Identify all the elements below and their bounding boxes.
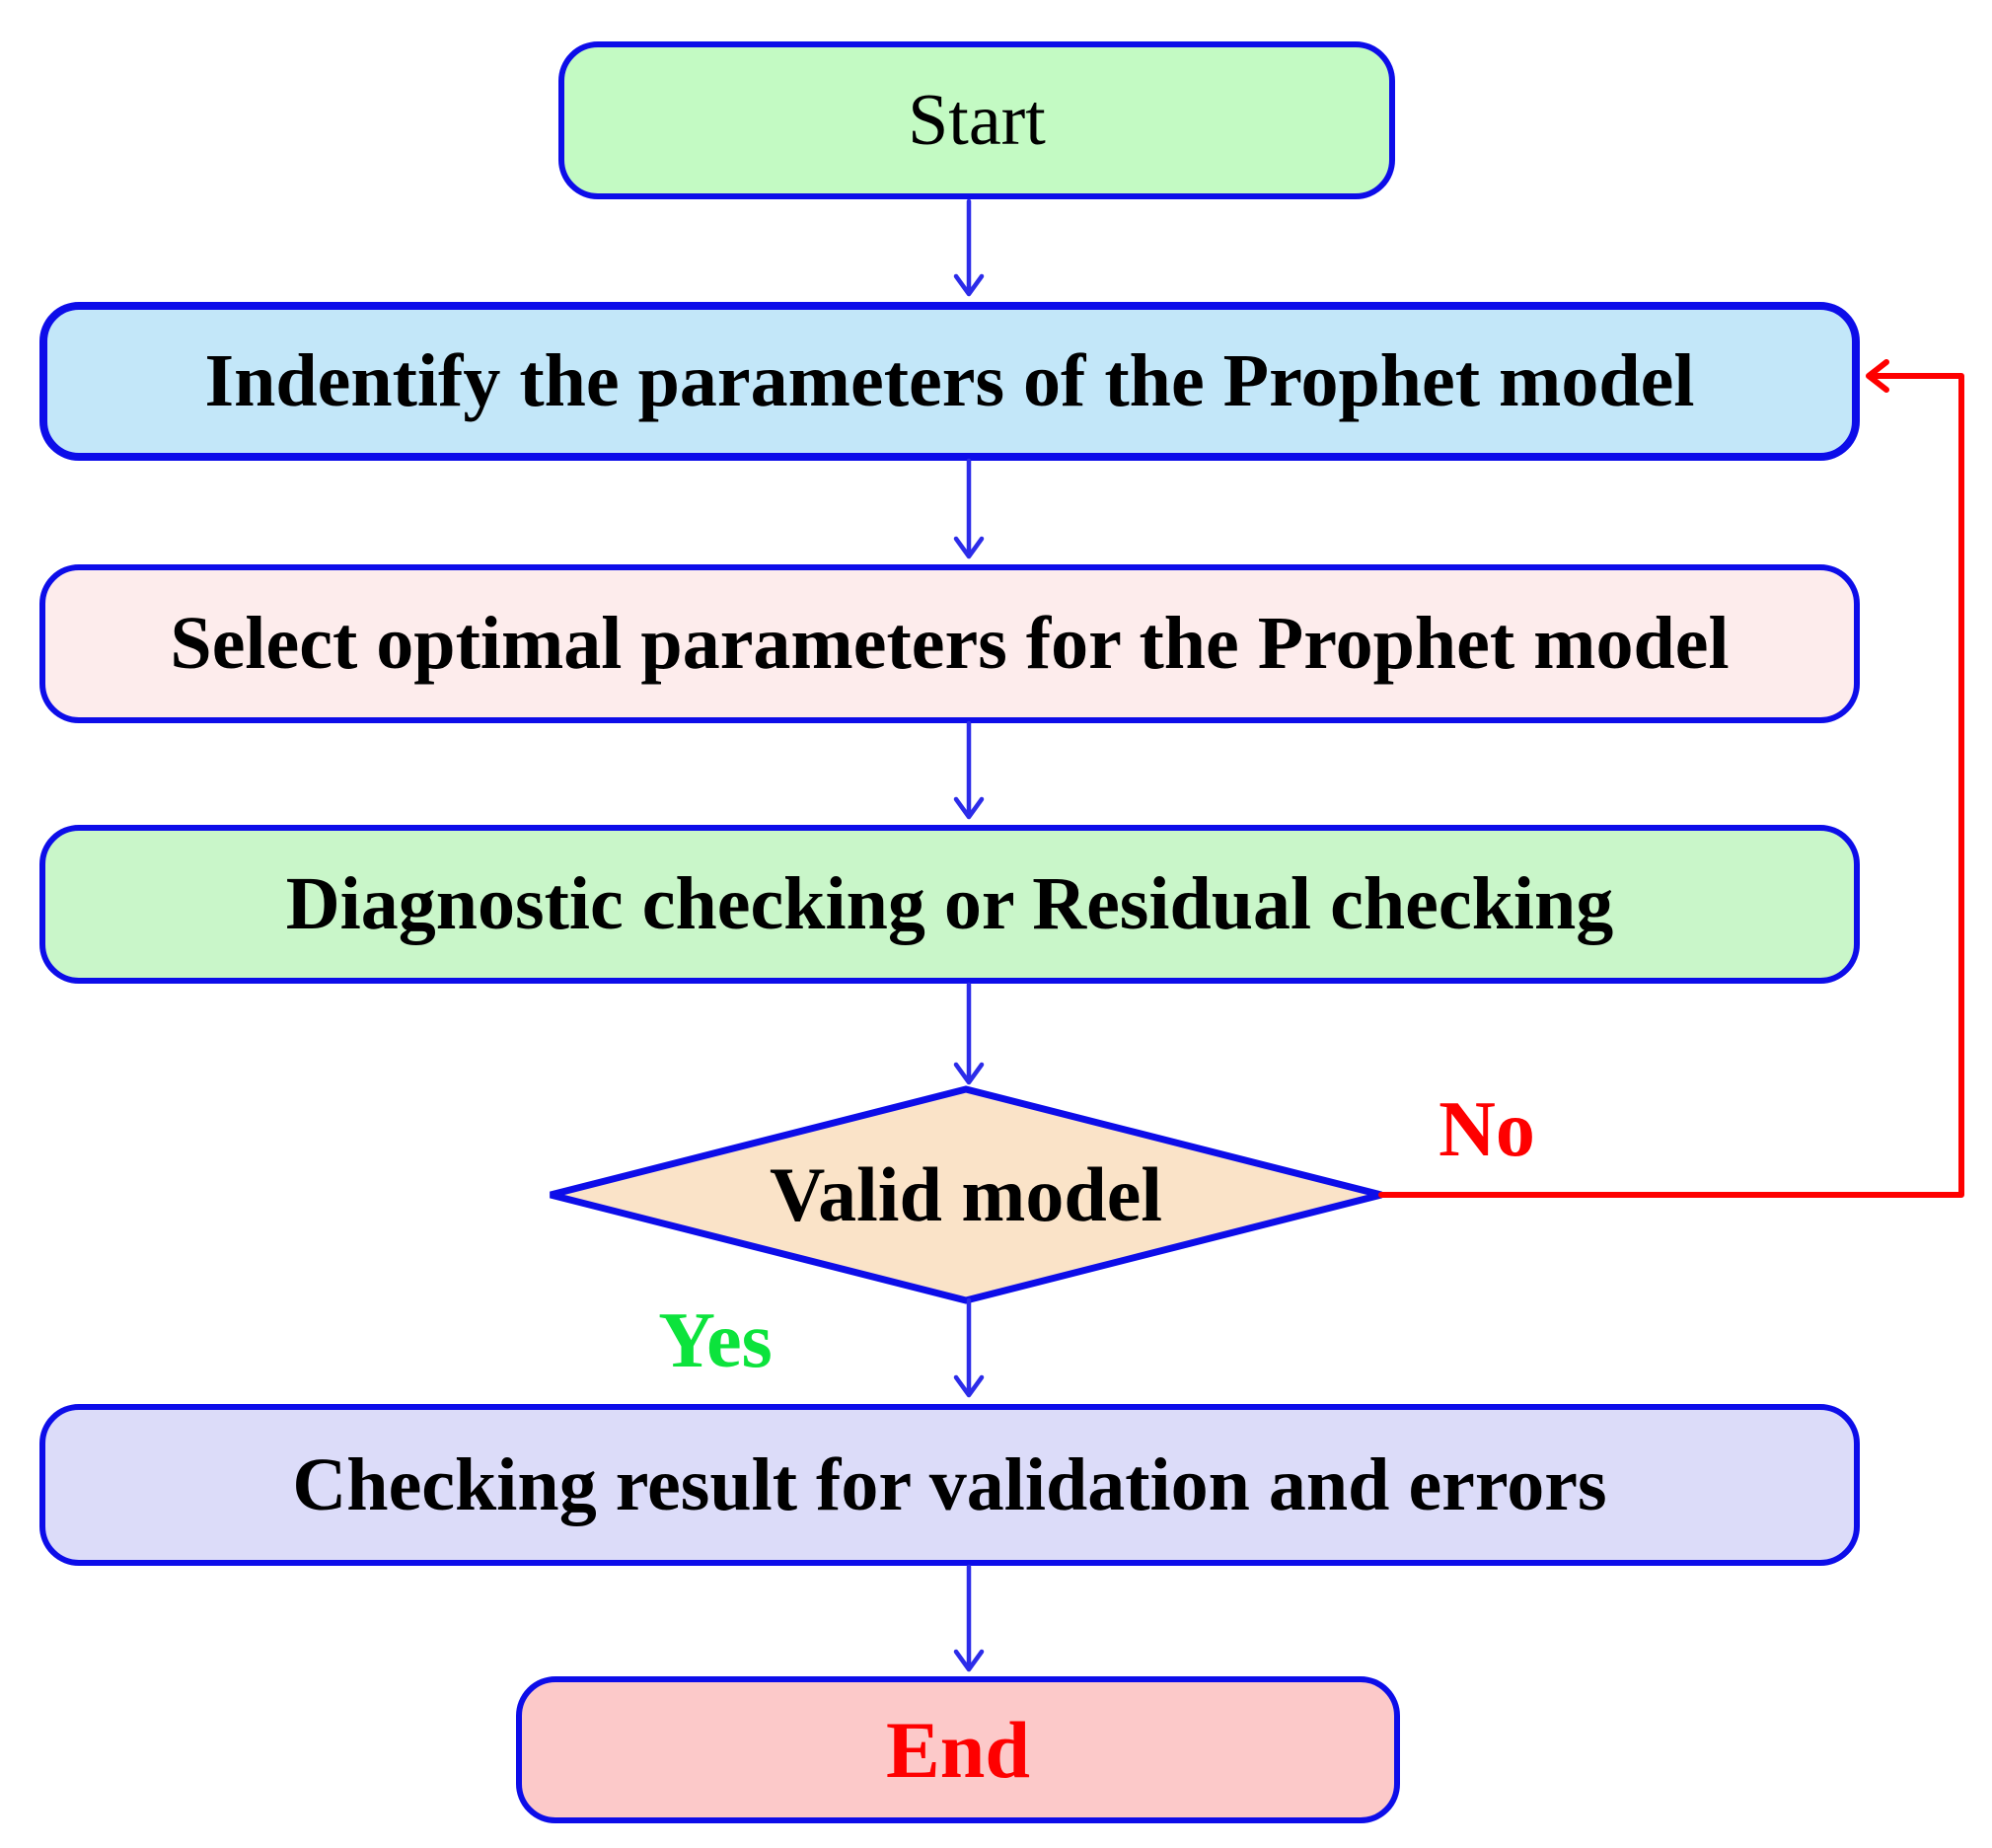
end-label: End <box>886 1704 1030 1795</box>
node-identify-parameters: Indentify the parameters of the Prophet … <box>39 302 1860 461</box>
select-label: Select optimal parameters for the Prophe… <box>170 602 1730 685</box>
node-checking-result: Checking result for validation and error… <box>39 1404 1860 1566</box>
no-branch-label: No <box>1439 1086 1535 1173</box>
diagnostic-label: Diagnostic checking or Residual checking <box>285 862 1614 945</box>
yes-branch-label: Yes <box>658 1297 773 1384</box>
node-diagnostic-checking: Diagnostic checking or Residual checking <box>39 825 1860 984</box>
decision-label: Valid model <box>769 1150 1163 1237</box>
start-label: Start <box>908 79 1046 161</box>
decision-label-container: Valid model <box>551 1089 1381 1299</box>
node-start: Start <box>558 41 1395 199</box>
node-select-parameters: Select optimal parameters for the Prophe… <box>39 564 1860 723</box>
identify-label: Indentify the parameters of the Prophet … <box>204 339 1695 422</box>
node-end: End <box>516 1676 1400 1823</box>
checking-label: Checking result for validation and error… <box>292 1442 1607 1526</box>
